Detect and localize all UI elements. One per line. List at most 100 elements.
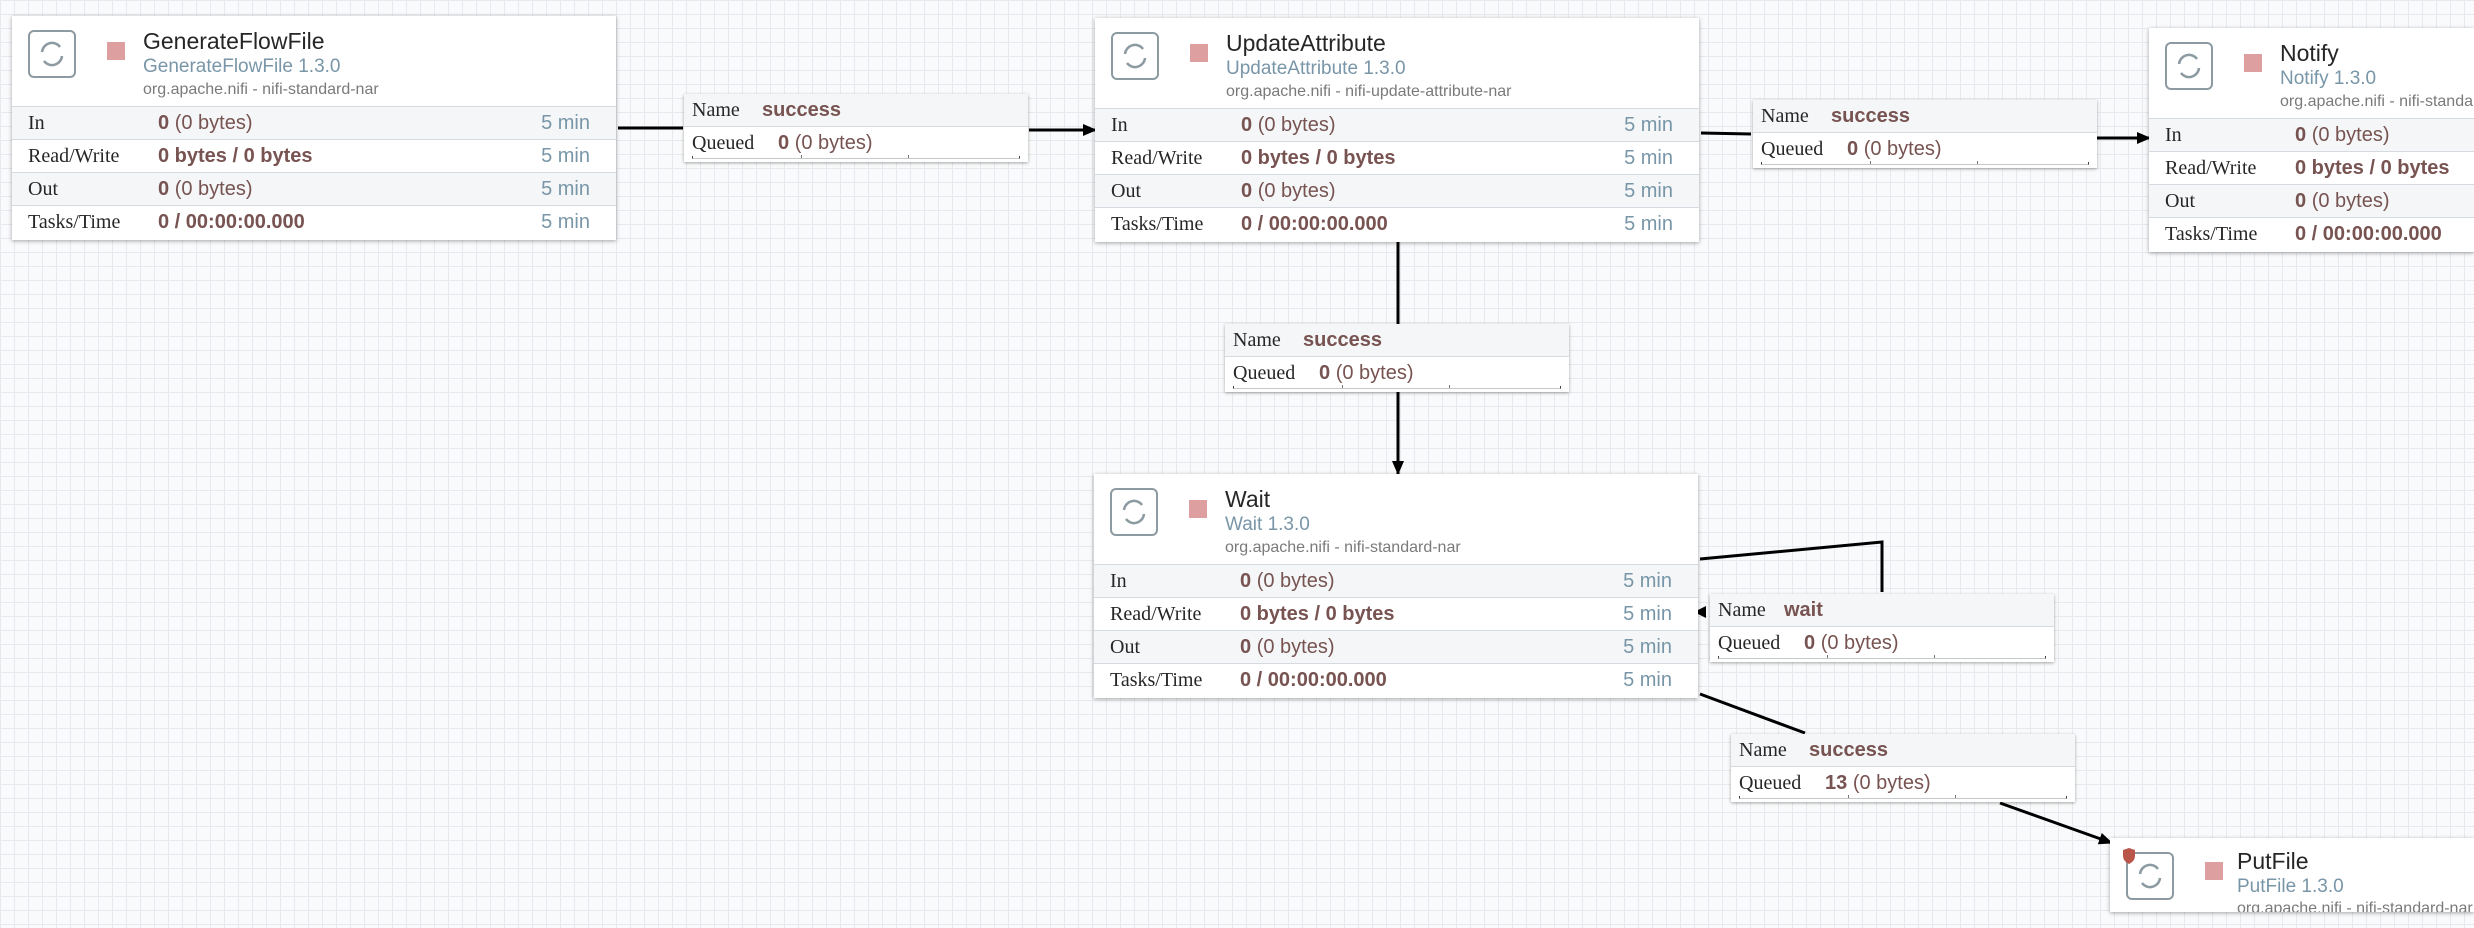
processor-notify[interactable]: Notify Notify 1.3.0 org.apache.nifi - ni…: [2149, 28, 2474, 252]
connection-name-label: Name: [1718, 599, 1766, 621]
stat-time: 5 min: [541, 145, 590, 167]
invalid-shield-icon: [2123, 848, 2135, 864]
stat-row-out: Out 0 (0 bytes) 5 min: [1095, 174, 1699, 207]
stat-label: In: [1111, 114, 1128, 136]
processor-bundle: org.apache.nifi - nifi-standard-nar: [2237, 900, 2473, 912]
stat-value: 0 (0 bytes): [1241, 114, 1336, 136]
connection-label-update-wait[interactable]: Name success Queued 0 (0 bytes): [1225, 324, 1569, 392]
stat-row-tasks: Tasks/Time 0 / 00:00:00.000 5 min: [12, 205, 616, 238]
stat-row-out: Out 0 (0 bytes) 5 min: [1094, 630, 1698, 663]
stat-label: Read/Write: [28, 145, 120, 167]
processor-bundle: org.apache.nifi - nifi-standard-nar: [2280, 93, 2474, 110]
stat-row-tasks: Tasks/Time 0 / 00:00:00.000: [2149, 217, 2474, 250]
connection-line-wait-loop-arrow: [1694, 606, 1706, 618]
connection-name-row: Name success: [1731, 734, 2075, 767]
stat-time: 5 min: [1623, 636, 1672, 658]
connection-line-wait-putfile[interactable]: [1699, 692, 1806, 735]
stat-value: 0 (0 bytes): [2295, 124, 2390, 146]
stat-label: In: [2165, 124, 2182, 146]
stop-icon: [107, 42, 125, 60]
processor-icon: [2165, 42, 2213, 90]
processor-name: PutFile: [2237, 848, 2309, 874]
connection-label-wait-loop[interactable]: Name wait Queued 0 (0 bytes): [1710, 594, 2054, 662]
stat-value: 0 (0 bytes): [1240, 570, 1335, 592]
connection-queued-row: Queued 0 (0 bytes): [1753, 133, 2097, 165]
stat-time: 5 min: [541, 112, 590, 134]
stop-icon: [1189, 500, 1207, 518]
stat-label: In: [28, 112, 45, 134]
connection-name-label: Name: [1739, 739, 1787, 761]
connection-name: wait: [1784, 599, 1823, 621]
queue-progress-bar: [1233, 385, 1561, 389]
connection-name: success: [762, 99, 841, 121]
processor-name: Notify: [2280, 40, 2339, 66]
stat-row-out: Out 0 (0 bytes): [2149, 184, 2474, 217]
connection-label-gen-update[interactable]: Name success Queued 0 (0 bytes): [684, 94, 1028, 162]
stat-row-in: In 0 (0 bytes): [2149, 118, 2474, 151]
processor-name: GenerateFlowFile: [143, 28, 325, 54]
stat-label: Out: [1110, 636, 1140, 658]
connection-queued-label: Queued: [1761, 138, 1824, 160]
stat-label: Out: [1111, 180, 1141, 202]
queue-progress-bar: [1718, 655, 2046, 659]
stat-value: 0 bytes / 0 bytes: [2295, 157, 2450, 179]
stat-value: 0 (0 bytes): [1240, 636, 1335, 658]
connection-queued-value: 0 (0 bytes): [1319, 362, 1414, 384]
stat-row-readwrite: Read/Write 0 bytes / 0 bytes 5 min: [1094, 597, 1698, 630]
connection-queued-label: Queued: [1739, 772, 1802, 794]
stat-value: 0 / 00:00:00.000: [1241, 213, 1388, 235]
connection-line-wait-putfile-end[interactable]: [1999, 801, 2113, 845]
connection-queued-value: 0 (0 bytes): [1847, 138, 1942, 160]
stat-time: 5 min: [541, 211, 590, 233]
connection-queued-label: Queued: [1718, 632, 1781, 654]
connection-label-update-notify[interactable]: Name success Queued 0 (0 bytes): [1753, 100, 2097, 168]
connection-queued-row: Queued 13 (0 bytes): [1731, 767, 2075, 799]
stat-label: Read/Write: [1110, 603, 1202, 625]
stat-label: Read/Write: [1111, 147, 1203, 169]
connection-queued-row: Queued 0 (0 bytes): [1710, 627, 2054, 659]
stat-value: 0 bytes / 0 bytes: [1241, 147, 1396, 169]
connection-name: success: [1809, 739, 1888, 761]
processor-updateattribute[interactable]: UpdateAttribute UpdateAttribute 1.3.0 or…: [1095, 18, 1699, 242]
processor-type: UpdateAttribute 1.3.0: [1226, 58, 1406, 79]
connection-line-wait-loop[interactable]: [1699, 540, 1884, 592]
stat-row-readwrite: Read/Write 0 bytes / 0 bytes 5 min: [12, 139, 616, 172]
stat-value: 0 (0 bytes): [2295, 190, 2390, 212]
processor-name: UpdateAttribute: [1226, 30, 1386, 56]
queue-progress-bar: [1739, 795, 2067, 799]
stat-row-in: In 0 (0 bytes) 5 min: [12, 106, 616, 139]
stat-time: 5 min: [1623, 603, 1672, 625]
stat-row-tasks: Tasks/Time 0 / 00:00:00.000 5 min: [1094, 663, 1698, 696]
stat-row-out: Out 0 (0 bytes) 5 min: [12, 172, 616, 205]
connection-queued-value: 13 (0 bytes): [1825, 772, 1931, 794]
stat-time: 5 min: [541, 178, 590, 200]
connection-label-wait-putfile[interactable]: Name success Queued 13 (0 bytes): [1731, 734, 2075, 802]
processor-type: Wait 1.3.0: [1225, 514, 1310, 535]
connection-queued-label: Queued: [692, 132, 755, 154]
connection-queued-row: Queued 0 (0 bytes): [1225, 357, 1569, 389]
stat-value: 0 bytes / 0 bytes: [158, 145, 313, 167]
stat-row-tasks: Tasks/Time 0 / 00:00:00.000 5 min: [1095, 207, 1699, 240]
stat-label: Out: [2165, 190, 2195, 212]
connection-name: success: [1831, 105, 1910, 127]
stat-label: Tasks/Time: [2165, 223, 2258, 245]
stat-time: 5 min: [1624, 180, 1673, 202]
stat-label: In: [1110, 570, 1127, 592]
processor-generateflowfile[interactable]: GenerateFlowFile GenerateFlowFile 1.3.0 …: [12, 16, 616, 240]
stat-time: 5 min: [1623, 669, 1672, 691]
connection-queued-value: 0 (0 bytes): [1804, 632, 1899, 654]
connection-line-update-notify[interactable]: [1700, 131, 1752, 136]
connection-queued-value: 0 (0 bytes): [778, 132, 873, 154]
connection-name-row: Name success: [1225, 324, 1569, 357]
stat-value: 0 / 00:00:00.000: [158, 211, 305, 233]
connection-name-label: Name: [1761, 105, 1809, 127]
stat-value: 0 bytes / 0 bytes: [1240, 603, 1395, 625]
processor-type: Notify 1.3.0: [2280, 68, 2377, 89]
processor-wait[interactable]: Wait Wait 1.3.0 org.apache.nifi - nifi-s…: [1094, 474, 1698, 698]
stat-time: 5 min: [1623, 570, 1672, 592]
processor-name: Wait: [1225, 486, 1271, 512]
processor-type: PutFile 1.3.0: [2237, 876, 2344, 897]
processor-putfile[interactable]: PutFile PutFile 1.3.0 org.apache.nifi - …: [2110, 838, 2474, 912]
connection-name-row: Name wait: [1710, 594, 2054, 627]
